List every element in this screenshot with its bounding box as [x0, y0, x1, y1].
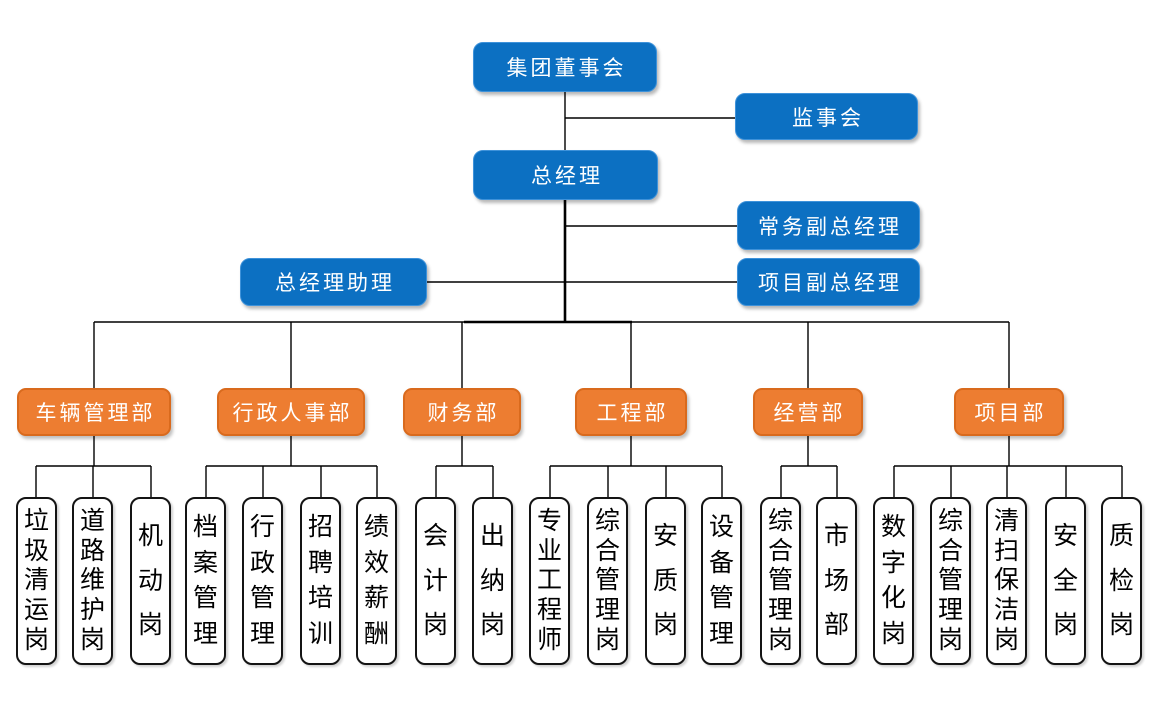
- dept-engineering: 工程部: [575, 388, 687, 436]
- dept-operations: 经营部: [753, 388, 863, 436]
- post-cleaning: 清扫保洁岗: [986, 497, 1027, 665]
- post-archives-management: 档案管理: [185, 497, 226, 665]
- main-spine: [464, 200, 632, 324]
- post-recruitment-training: 招聘培训: [300, 497, 341, 665]
- post-garbage-removal: 垃圾清运岗: [16, 497, 57, 665]
- post-accounting: 会计岗: [415, 497, 456, 665]
- post-prj-general-management: 综合管理岗: [930, 497, 971, 665]
- post-ops-general-management: 综合管理岗: [760, 497, 801, 665]
- post-eng-general-management: 综合管理岗: [587, 497, 628, 665]
- node-executive-deputy-gm: 常务副总经理: [737, 201, 920, 250]
- post-professional-engineer: 专业工程师: [529, 497, 570, 665]
- post-equipment-management: 设备管理: [701, 497, 742, 665]
- post-safety: 安全岗: [1045, 497, 1086, 665]
- post-quality-inspection: 质检岗: [1101, 497, 1142, 665]
- executive-connectors: [427, 92, 737, 283]
- post-admin-management: 行政管理: [242, 497, 283, 665]
- post-performance-pay: 绩效薪酬: [356, 497, 397, 665]
- node-general-manager: 总经理: [473, 150, 658, 200]
- post-market-dept: 市场部: [816, 497, 857, 665]
- dept-vehicle-management: 车辆管理部: [17, 388, 171, 436]
- department-bus: [93, 321, 1010, 388]
- post-safety-quality: 安质岗: [645, 497, 686, 665]
- node-board-of-directors: 集团董事会: [473, 42, 657, 92]
- post-digitalization: 数字化岗: [873, 497, 914, 665]
- post-road-maintenance: 道路维护岗: [72, 497, 113, 665]
- node-gm-assistant: 总经理助理: [240, 258, 427, 306]
- post-cashier: 出纳岗: [472, 497, 513, 665]
- dept-admin-hr: 行政人事部: [217, 388, 365, 436]
- dept-project: 项目部: [954, 388, 1064, 436]
- dept-finance: 财务部: [403, 388, 521, 436]
- node-project-deputy-gm: 项目副总经理: [737, 258, 920, 306]
- node-supervisory-board: 监事会: [735, 93, 918, 140]
- post-mobile: 机动岗: [130, 497, 171, 665]
- post-buses: [35, 436, 1123, 497]
